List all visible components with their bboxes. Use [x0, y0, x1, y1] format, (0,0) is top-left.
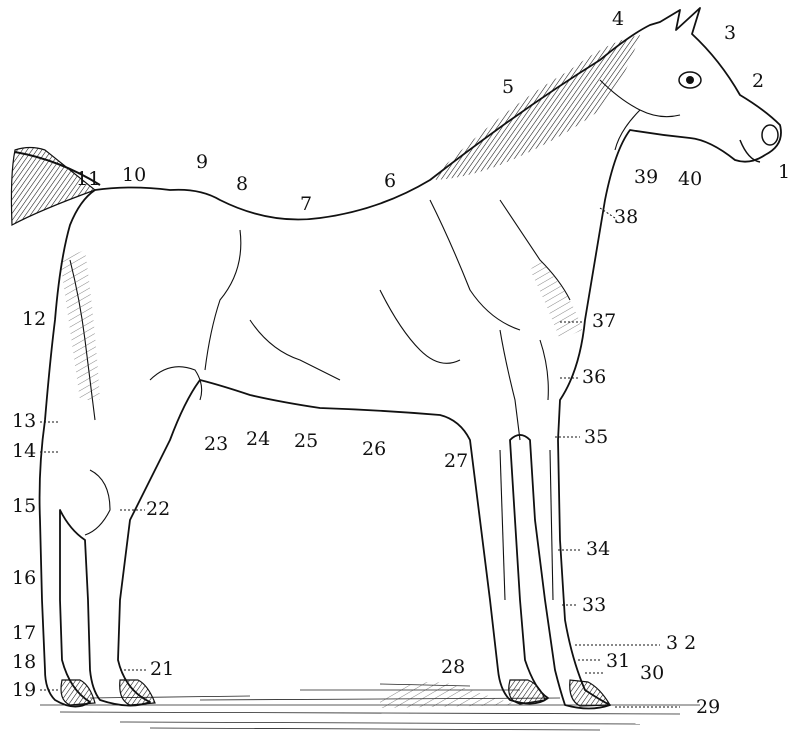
label-1: 1 — [778, 163, 790, 182]
label-36: 36 — [582, 368, 606, 387]
label-26: 26 — [362, 440, 386, 459]
label-5: 5 — [502, 78, 514, 97]
label-37: 37 — [592, 312, 616, 331]
label-21: 21 — [150, 660, 174, 679]
label-3: 3 — [724, 24, 736, 43]
horse-body-outline — [40, 8, 781, 709]
label-9: 9 — [196, 153, 208, 172]
horse-hooves — [61, 680, 610, 706]
label-12: 12 — [22, 310, 46, 329]
label-8: 8 — [236, 175, 248, 194]
label-29: 29 — [696, 698, 720, 717]
label-24: 24 — [246, 430, 270, 449]
horse-muscle-contours — [70, 80, 680, 600]
label-11: 11 — [76, 170, 100, 189]
label-25: 25 — [294, 432, 318, 451]
label-15: 15 — [12, 497, 36, 516]
label-35: 35 — [584, 428, 608, 447]
label-2: 2 — [752, 72, 764, 91]
label-18: 18 — [12, 653, 36, 672]
label-10: 10 — [122, 166, 146, 185]
label-14: 14 — [12, 442, 36, 461]
label-38: 38 — [614, 208, 638, 227]
ground-tuft — [380, 682, 520, 708]
label-34: 34 — [586, 540, 610, 559]
leader-lines — [40, 208, 680, 707]
horse-nostril — [762, 125, 778, 145]
label-22: 22 — [146, 500, 170, 519]
label-33: 33 — [582, 596, 606, 615]
label-19: 19 — [12, 681, 36, 700]
label-39: 39 — [634, 168, 658, 187]
label-17: 17 — [12, 624, 36, 643]
label-16: 16 — [12, 569, 36, 588]
label-6: 6 — [384, 172, 396, 191]
label-13: 13 — [12, 412, 36, 431]
horse-mane — [430, 35, 640, 180]
label-7: 7 — [300, 195, 312, 214]
label-31: 31 — [606, 652, 630, 671]
label-4: 4 — [612, 10, 624, 29]
label-40: 40 — [678, 170, 702, 189]
label-32: 3 2 — [666, 634, 696, 653]
label-23: 23 — [204, 435, 228, 454]
label-28: 28 — [441, 658, 465, 677]
label-30: 30 — [640, 664, 664, 683]
label-27: 27 — [444, 452, 468, 471]
